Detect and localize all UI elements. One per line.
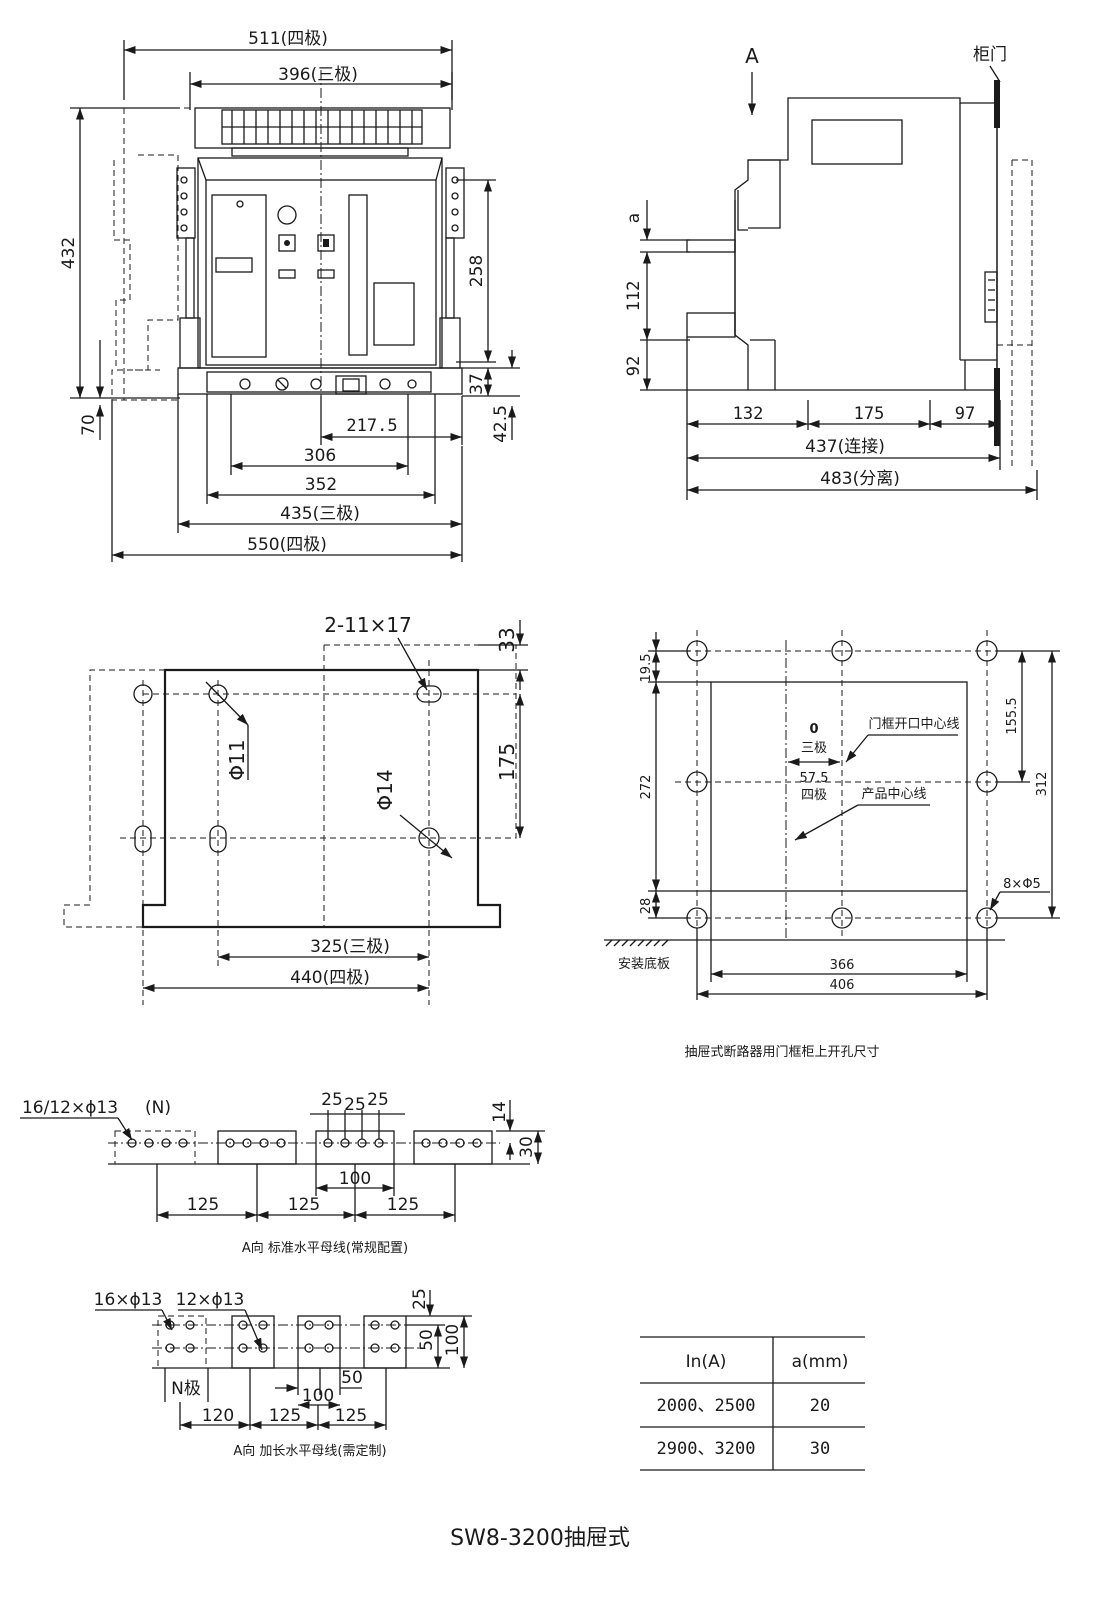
dim-19-5: 19.5 xyxy=(639,654,654,683)
arrow-a-label: A xyxy=(745,44,759,68)
dim-120: 120 xyxy=(202,1406,234,1426)
dim-312: 312 xyxy=(1035,772,1050,797)
dim-25b: 25 xyxy=(344,1095,366,1115)
dim-100-vertical: 100 xyxy=(443,1324,463,1356)
three-pole-label: 三极 xyxy=(801,741,827,756)
table-header-a: a(mm) xyxy=(792,1352,849,1372)
busbar-extended-view: 16×ϕ13 12×ϕ13 25 50 100 N极 xyxy=(94,1288,472,1459)
dim-125a-ext: 125 xyxy=(269,1406,301,1426)
dim-437: 437(连接) xyxy=(805,437,885,457)
dim-132: 132 xyxy=(733,404,764,424)
door-label: 柜门 xyxy=(973,45,1007,65)
dim-175: 175 xyxy=(854,404,885,424)
four-pole-label: 四极 xyxy=(801,788,827,803)
door-center-line-label: 门框开口中心线 xyxy=(868,717,959,732)
table-cell-in: 2900、3200 xyxy=(657,1439,756,1459)
table-cell-a: 30 xyxy=(810,1439,830,1459)
table-header-in: In(A) xyxy=(686,1352,727,1372)
std-busbar-caption: A向 标准水平母线(常规配置) xyxy=(242,1240,408,1256)
dim-125b-std: 125 xyxy=(288,1195,320,1215)
dim-432: 432 xyxy=(59,237,79,269)
door-cutout-view: 0 三极 57.5 四极 门框开口中心线 产品中心线 8×Φ5 19.5 272… xyxy=(604,630,1060,1060)
dim-217-5: 217.5 xyxy=(346,416,397,436)
table-cell-in: 2000、2500 xyxy=(657,1396,756,1416)
dim-50-vertical: 50 xyxy=(417,1329,437,1351)
dim-352: 352 xyxy=(305,475,337,495)
dim-550: 550(四极) xyxy=(247,535,327,555)
dim-25a: 25 xyxy=(321,1090,343,1110)
busbar-standard-view: 16/12×ϕ13 (N) 25 25 25 14 30 xyxy=(20,1090,545,1256)
dim-50-horizontal: 50 xyxy=(341,1368,363,1388)
dim-97: 97 xyxy=(955,404,975,424)
dim-37: 37 xyxy=(467,373,487,395)
ext-busbar-caption: A向 加长水平母线(需定制) xyxy=(233,1443,386,1459)
dim-406: 406 xyxy=(830,978,855,993)
dim-42-5: 42.5 xyxy=(491,405,511,443)
dim-272: 272 xyxy=(639,775,654,800)
offset-57-5: 57.5 xyxy=(800,771,829,786)
dim-70: 70 xyxy=(79,414,99,436)
drawing-title: SW8-3200抽屉式 xyxy=(450,1526,630,1551)
base-view: 2-11×17 Φ11 Φ14 33 175 325(三极) 440(四极) xyxy=(63,613,528,1005)
dim-155-5: 155.5 xyxy=(1005,697,1020,734)
dim-306: 306 xyxy=(304,446,336,466)
dim-a: a xyxy=(624,213,644,223)
dim-511: 511(四极) xyxy=(248,29,328,49)
holes-12-label: 12×ϕ13 xyxy=(176,1290,245,1310)
dim-100-horizontal: 100 xyxy=(302,1386,334,1406)
holes-label: 8×Φ5 xyxy=(1003,877,1041,892)
slot-label: 2-11×17 xyxy=(324,613,412,637)
dim-258: 258 xyxy=(467,255,487,287)
zero-label: 0 xyxy=(809,722,818,737)
dim-396: 396(三极) xyxy=(278,65,358,85)
dim-33: 33 xyxy=(495,627,519,652)
front-view: 511(四极) 396(三极) xyxy=(59,29,520,562)
dim-483: 483(分离) xyxy=(820,469,900,489)
n-pole-label: N极 xyxy=(171,1379,201,1399)
side-view: A 柜门 xyxy=(624,44,1038,500)
dim-125b-ext: 125 xyxy=(335,1406,367,1426)
dim-125c-std: 125 xyxy=(387,1195,419,1215)
dim-435: 435(三极) xyxy=(280,504,360,524)
dim-325: 325(三极) xyxy=(310,937,390,957)
std-holes-label: 16/12×ϕ13 xyxy=(22,1098,118,1118)
dim-112: 112 xyxy=(624,281,644,312)
dim-25-ext: 25 xyxy=(410,1288,430,1310)
dim-440: 440(四极) xyxy=(290,968,370,988)
dim-125a-std: 125 xyxy=(187,1195,219,1215)
dim-14: 14 xyxy=(490,1101,510,1123)
product-center-line-label: 产品中心线 xyxy=(861,787,926,802)
dim-25c: 25 xyxy=(367,1090,389,1110)
dim-175-base: 175 xyxy=(495,743,519,781)
dim-92: 92 xyxy=(624,356,644,376)
phi14-label: Φ14 xyxy=(373,769,397,810)
n-label: (N) xyxy=(145,1098,171,1118)
phi11-label: Φ11 xyxy=(225,739,249,780)
table-cell-a: 20 xyxy=(810,1396,830,1416)
mount-plate-label: 安装底板 xyxy=(618,956,670,972)
door-cutout-caption: 抽屉式断路器用门框柜上开孔尺寸 xyxy=(684,1044,879,1060)
dim-28: 28 xyxy=(639,898,654,915)
current-table: In(A) a(mm) 2000、2500 20 2900、3200 30 xyxy=(640,1336,865,1471)
holes-16-label: 16×ϕ13 xyxy=(94,1290,163,1310)
dim-366: 366 xyxy=(830,958,855,973)
dim-30: 30 xyxy=(517,1136,537,1158)
